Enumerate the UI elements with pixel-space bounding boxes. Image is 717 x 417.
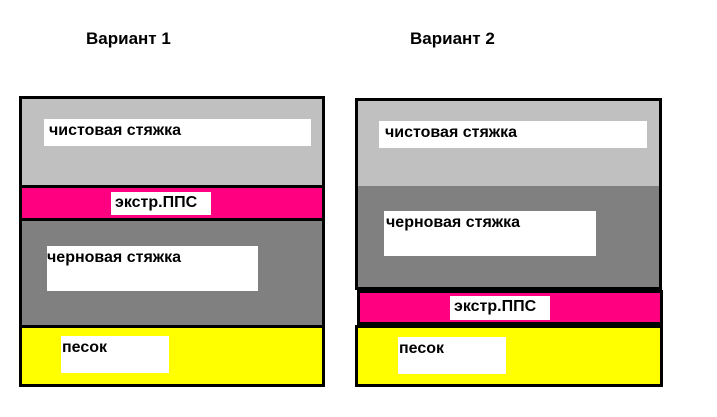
- variant-2-title: Вариант 2: [410, 29, 495, 48]
- variant-2-eps-label: экстр.ППС: [450, 296, 550, 320]
- variant-1-sand-label: песок: [61, 336, 169, 373]
- variant-2-rough-screed-label: черновая стяжка: [384, 211, 596, 256]
- variant-1-finish-screed-label: чистовая стяжка: [44, 119, 311, 146]
- variant-1-eps-label: экстр.ППС: [111, 192, 211, 215]
- variant-2-sand-label: песок: [398, 337, 506, 374]
- variant-2-finish-screed-label: чистовая стяжка: [379, 121, 647, 148]
- variant-1-title: Вариант 1: [86, 29, 171, 48]
- variant-1-rough-screed-label: черновая стяжка: [47, 246, 258, 291]
